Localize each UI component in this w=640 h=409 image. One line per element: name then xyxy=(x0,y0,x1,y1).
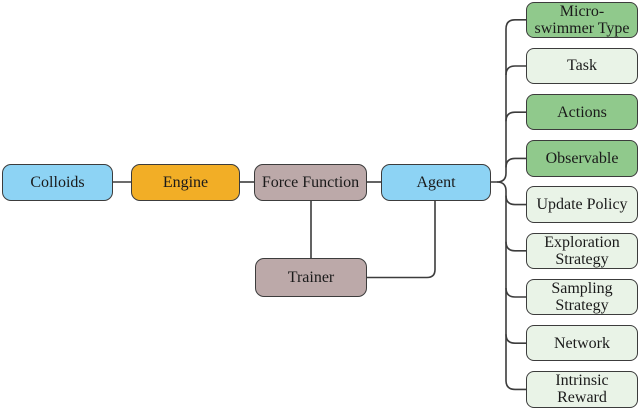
node-label-exploration-strategy: Exploration Strategy xyxy=(544,233,620,268)
node-task: Task xyxy=(526,47,638,85)
connector-branch-sampling-strategy xyxy=(505,287,526,298)
node-actions: Actions xyxy=(526,93,638,131)
node-label-micro-swimmer-type: Micro-swimmer Type xyxy=(534,2,630,37)
node-network: Network xyxy=(526,324,638,362)
node-label-observable: Observable xyxy=(545,149,619,167)
node-label-update-policy: Update Policy xyxy=(536,196,628,214)
connector-branch-actions xyxy=(505,111,526,122)
node-force-function: Force Function xyxy=(254,163,367,201)
node-label-agent: Agent xyxy=(416,173,456,191)
connector-branch-task xyxy=(505,65,526,76)
node-intrinsic-reward: Intrinsic Reward xyxy=(526,371,638,408)
node-exploration-strategy: Exploration Strategy xyxy=(526,232,638,269)
node-trainer: Trainer xyxy=(255,258,367,297)
connector-agent-trunk-up xyxy=(491,19,526,183)
node-observable: Observable xyxy=(526,140,638,177)
node-micro-swimmer-type: Micro-swimmer Type xyxy=(526,1,638,38)
node-label-sampling-strategy: Sampling Strategy xyxy=(551,279,613,314)
connector-branch-exploration-strategy xyxy=(505,241,526,252)
node-label-engine: Engine xyxy=(162,173,209,191)
connector-branch-network xyxy=(505,334,526,344)
connector-trainer-agent xyxy=(367,200,436,279)
node-engine: Engine xyxy=(131,163,240,201)
node-label-intrinsic-reward: Intrinsic Reward xyxy=(555,372,609,407)
node-label-network: Network xyxy=(554,334,610,352)
connector-agent-trunk-down xyxy=(496,181,526,391)
node-label-force-function: Force Function xyxy=(261,173,360,191)
connector-branch-observable xyxy=(505,157,526,168)
node-label-actions: Actions xyxy=(557,103,607,121)
node-colloids: Colloids xyxy=(2,163,113,201)
node-label-trainer: Trainer xyxy=(287,269,335,286)
node-label-colloids: Colloids xyxy=(30,173,85,191)
node-sampling-strategy: Sampling Strategy xyxy=(526,278,638,316)
node-label-task: Task xyxy=(567,57,597,75)
node-agent: Agent xyxy=(381,163,491,201)
connector-branch-update-policy xyxy=(505,195,526,206)
node-update-policy: Update Policy xyxy=(526,186,638,223)
